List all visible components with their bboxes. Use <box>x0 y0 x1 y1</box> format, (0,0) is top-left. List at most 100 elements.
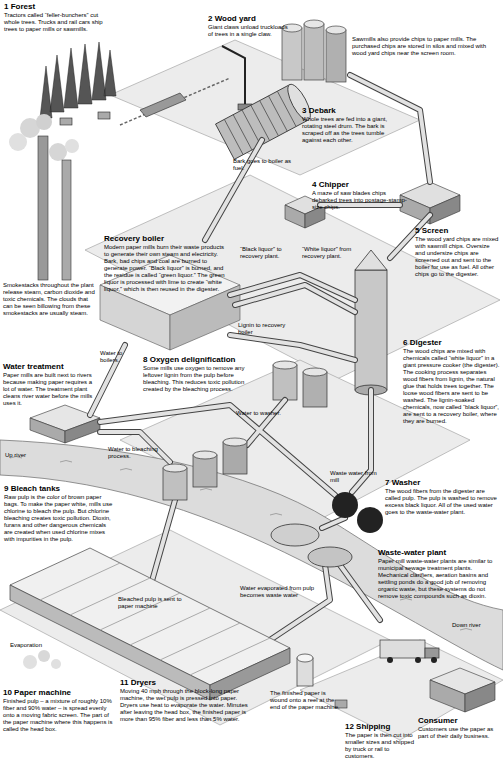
truck-wheel <box>387 657 393 663</box>
callout-box: Waste-water plantPaper mill waste-water … <box>378 548 498 600</box>
pipe-outline <box>90 75 430 650</box>
step-text: The paper is then cut into smaller sizes… <box>345 732 415 760</box>
steam-cloud <box>38 650 50 662</box>
claw-crane <box>222 46 245 108</box>
smoke-cloud <box>49 143 67 161</box>
steam-cloud <box>51 659 61 669</box>
step-heading: Water treatment <box>3 362 98 372</box>
step-heading: 2 Wood yard <box>208 14 288 24</box>
step-text: The wood yard chips are mixed with sawmi… <box>415 236 501 278</box>
step-text: The wood fibers from the digester are ca… <box>385 488 498 516</box>
silo-top <box>326 26 346 34</box>
paper-machine-building <box>10 585 210 700</box>
pipe-fill <box>90 75 430 650</box>
step-text: Moving 40 mph through the block-long pap… <box>120 688 248 723</box>
callout-box: 6 DigesterThe wood chips are mixed with … <box>403 338 500 425</box>
step-heading: 9 Bleach tanks <box>4 484 116 494</box>
callout-box: 11 DryersMoving 40 mph through the block… <box>120 678 248 723</box>
silo <box>326 30 346 82</box>
log-rail-car <box>140 93 186 117</box>
truck-wheel <box>431 657 437 663</box>
debark-drum <box>216 81 315 159</box>
callout-box: 1 ForestTractors called “feller-bunchers… <box>4 2 104 33</box>
step-text: Whole trees are fed into a giant, rotati… <box>302 116 390 144</box>
bleach-tank <box>163 468 187 500</box>
step-heading: 3 Debark <box>302 106 390 116</box>
oxygen-tank <box>303 372 327 407</box>
step-heading: 1 Forest <box>4 2 104 12</box>
roof-stripes <box>40 563 270 675</box>
smoke-cloud <box>65 139 79 153</box>
water-treatment-building <box>30 418 65 443</box>
tractor <box>98 112 110 119</box>
step-heading: 5 Screen <box>415 226 501 236</box>
truck-cab <box>425 648 439 658</box>
annotation-text: Water to bleaching process. <box>108 446 163 460</box>
callout-box: 5 ScreenThe wood yard chips are mixed wi… <box>415 226 501 278</box>
tractor <box>60 118 72 125</box>
annotation-text: Water to boilers. <box>100 350 142 364</box>
washer-drum <box>332 492 358 518</box>
step-text: A maze of saw blades chips debarked tree… <box>312 190 407 211</box>
annotation-text: Bark goes to boiler as fuel. <box>233 158 293 172</box>
annotation-text: Waste water from mill <box>330 470 378 484</box>
silo <box>304 24 324 80</box>
annotation-text: Bleached pulp is sent to paper machine <box>118 596 183 610</box>
callout-box: 8 Oxygen delignificationSome mills use o… <box>143 355 258 393</box>
step-text: Raw pulp is the color of brown paper bag… <box>4 494 116 543</box>
step-heading: 6 Digester <box>403 338 500 348</box>
step-text: Giant claws unload truckloads of trees i… <box>208 24 288 38</box>
step-heading: 7 Washer <box>385 478 498 488</box>
annotation-text: The finished paper is wound onto a reel … <box>270 690 342 711</box>
step-text: Tractors called “feller-bunchers” cut wh… <box>4 12 104 33</box>
consumer-building <box>465 682 495 712</box>
callout-box: 12 ShippingThe paper is then cut into sm… <box>345 722 415 760</box>
step-text: The wood chips are mixed with chemicals … <box>403 348 500 425</box>
callout-box: Recovery boilerModern paper mills burn t… <box>104 234 229 293</box>
tank-top <box>273 361 297 369</box>
digester-tank <box>355 270 387 390</box>
silo-top <box>304 20 324 28</box>
callout-box: Water treatmentPaper mills are built nex… <box>3 362 98 407</box>
truck-wheel <box>415 657 421 663</box>
consumer-building <box>430 680 465 712</box>
annotation-text: “Black liquor” to recovery plant. <box>240 246 298 260</box>
truck-trailer <box>380 640 425 658</box>
annotation-text: Lignin to recovery boiler <box>238 322 293 336</box>
step-heading: 10 Paper machine <box>3 688 118 698</box>
annotation-text: Sawmills also provide chips to paper mil… <box>352 36 497 57</box>
annotation-text: Evaporation <box>10 642 60 649</box>
tank-top <box>163 464 187 472</box>
callout-box: ConsumerCustomers use the paper as part … <box>418 716 500 740</box>
step-text: Finished pulp – a mixture of roughly 10%… <box>3 698 118 733</box>
trees <box>40 42 116 118</box>
rail-track <box>120 78 230 125</box>
callout-box: 10 Paper machineFinished pulp – a mixtur… <box>3 688 118 733</box>
step-text: Paper mill waste-water plants are simila… <box>378 558 498 600</box>
annotation-text: Water to washer. <box>236 410 281 417</box>
step-heading: 4 Chipper <box>312 180 407 190</box>
step-heading: Waste-water plant <box>378 548 498 558</box>
smoke-cloud <box>36 114 52 130</box>
step-text: Customers use the paper as part of their… <box>418 726 500 740</box>
recovery-boiler-building <box>100 285 170 350</box>
step-heading: Recovery boiler <box>104 234 229 244</box>
annotation-text: Water evaporated from pulp becomes waste… <box>240 585 325 599</box>
step-heading: 8 Oxygen delignification <box>143 355 258 365</box>
step-heading: 11 Dryers <box>120 678 248 688</box>
callout-box: 4 ChipperA maze of saw blades chips deba… <box>312 180 407 211</box>
callout-box: 2 Wood yardGiant claws unload truckloads… <box>208 14 288 38</box>
reel-end <box>297 654 313 662</box>
annotation-text: “White liquor” from recovery plant. <box>302 246 362 260</box>
chipper-building <box>285 205 305 228</box>
callout-box: 3 DebarkWhole trees are fed into a giant… <box>302 106 390 144</box>
tank-top <box>223 438 247 446</box>
callout-box: 9 Bleach tanksRaw pulp is the color of b… <box>4 484 116 543</box>
oxygen-tank <box>273 365 297 400</box>
clarifier-basin <box>308 547 352 567</box>
annotation-text: Down river <box>452 622 497 629</box>
step-text: Modern paper mills burn their waste prod… <box>104 244 229 293</box>
digester-top <box>355 250 387 270</box>
